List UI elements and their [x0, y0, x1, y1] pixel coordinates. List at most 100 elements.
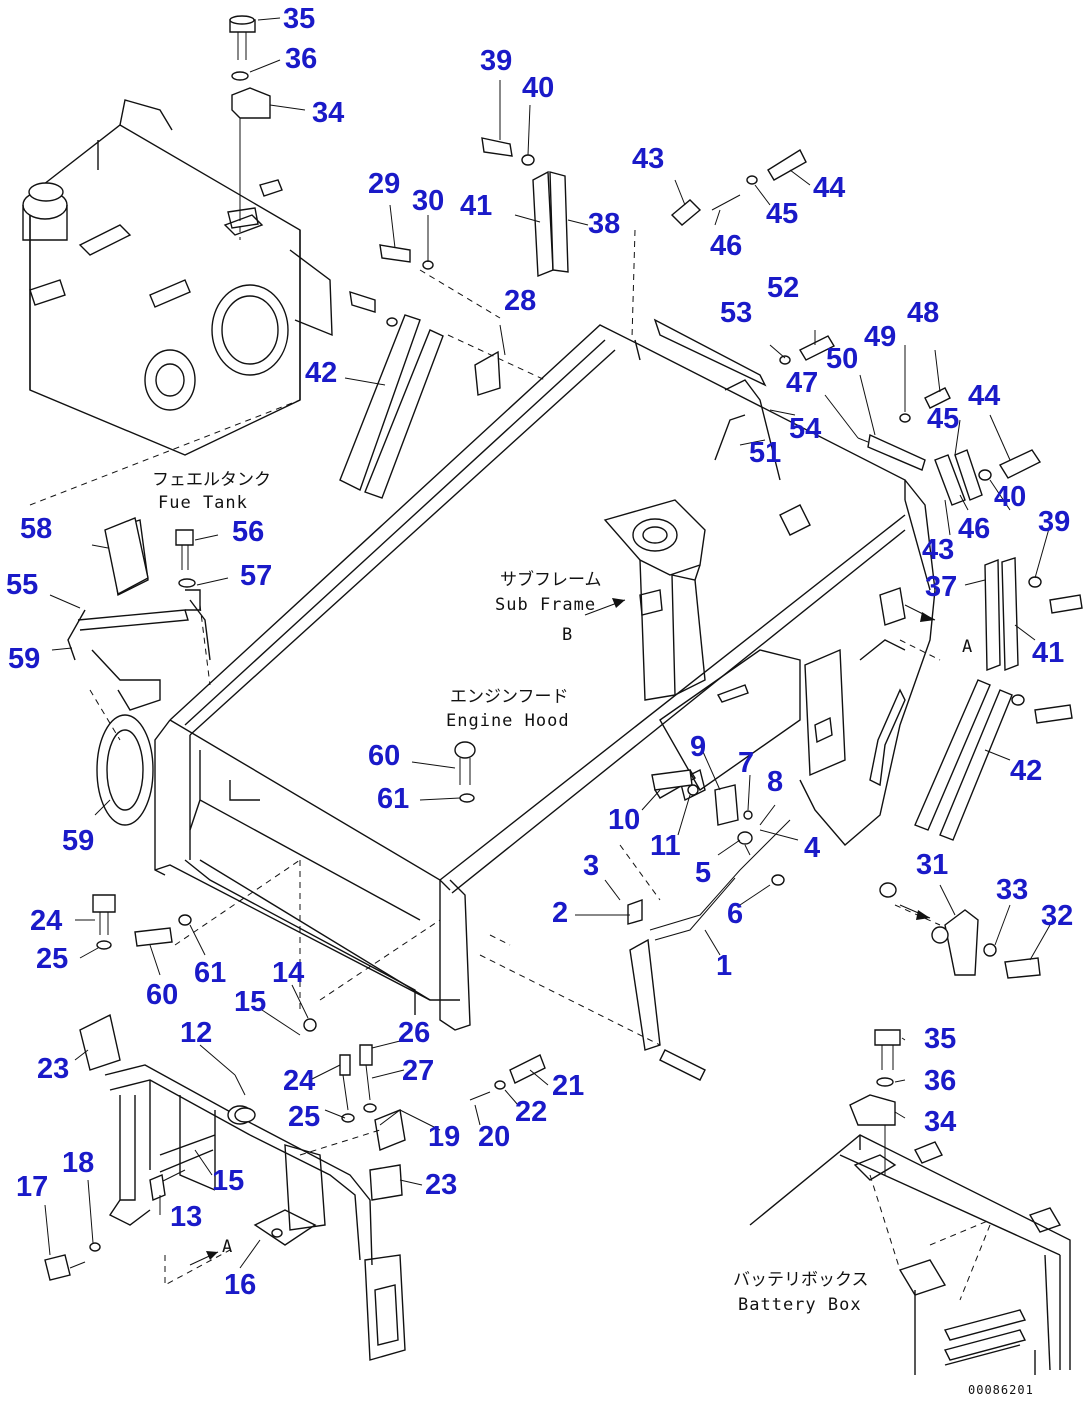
- callout-7: 7: [738, 747, 754, 779]
- callout-16: 16: [224, 1269, 256, 1301]
- callout-39: 39: [1038, 506, 1070, 538]
- callout-60: 60: [368, 740, 400, 772]
- handrail-drawing: [79, 1013, 406, 1361]
- sub-frame-label-jp: サブフレーム: [500, 569, 602, 590]
- callout-35: 35: [924, 1023, 956, 1055]
- callout-44: 44: [968, 380, 1000, 412]
- callout-49: 49: [864, 321, 896, 353]
- battery-box-label-en: Battery Box: [738, 1295, 862, 1315]
- callout-36: 36: [285, 43, 317, 75]
- callout-18: 18: [62, 1147, 94, 1179]
- callout-23: 23: [37, 1053, 69, 1085]
- callout-61: 61: [194, 957, 226, 989]
- callout-53: 53: [720, 297, 752, 329]
- sub-frame-label-en: Sub Frame: [495, 595, 596, 615]
- callout-38: 38: [588, 208, 620, 240]
- view-ref-a-right: A: [962, 637, 973, 657]
- callout-58: 58: [20, 513, 52, 545]
- callout-44: 44: [813, 172, 845, 204]
- part-labels: フェエルタンク Fue Tank サブフレーム Sub Frame エンジンフー…: [152, 470, 1034, 1397]
- callout-45: 45: [927, 403, 959, 435]
- engine-hood-label-en: Engine Hood: [446, 711, 570, 731]
- callout-15: 15: [234, 986, 266, 1018]
- assembly-lines: [29, 215, 991, 1301]
- callout-34: 34: [924, 1106, 956, 1138]
- callout-3: 3: [583, 850, 599, 882]
- callout-15: 15: [212, 1165, 244, 1197]
- fuel-tank-label-jp: フェエルタンク: [152, 470, 271, 490]
- callout-26: 26: [398, 1017, 430, 1049]
- callout-57: 57: [240, 560, 272, 592]
- callout-40: 40: [522, 72, 554, 104]
- callout-37: 37: [925, 571, 957, 603]
- callout-12: 12: [180, 1017, 212, 1049]
- fasteners: [44, 15, 1083, 1281]
- battery-box-label-jp: バッテリボックス: [733, 1270, 869, 1290]
- callout-24: 24: [283, 1065, 315, 1097]
- callout-46: 46: [710, 230, 742, 262]
- callout-59: 59: [8, 643, 40, 675]
- callout-54: 54: [789, 413, 821, 445]
- callout-27: 27: [402, 1055, 434, 1087]
- callout-29: 29: [368, 168, 400, 200]
- callout-4: 4: [804, 832, 820, 864]
- callout-55: 55: [6, 569, 38, 601]
- callout-1: 1: [716, 950, 732, 982]
- callout-46: 46: [958, 513, 990, 545]
- callout-56: 56: [232, 516, 264, 548]
- callout-5: 5: [695, 857, 711, 889]
- callout-numbers: 35 36 34 39 40 41 38 43 44 45 46 29 30 2…: [6, 3, 1073, 1301]
- drawing-code: 00086201: [968, 1383, 1034, 1397]
- callout-30: 30: [412, 185, 444, 217]
- direction-arrows: [189, 598, 936, 1266]
- callout-40: 40: [994, 481, 1026, 513]
- callout-22: 22: [515, 1096, 547, 1128]
- callout-17: 17: [16, 1171, 48, 1203]
- fuel-tank-drawing: [22, 99, 333, 456]
- callout-41: 41: [1032, 637, 1064, 669]
- callout-13: 13: [170, 1201, 202, 1233]
- callout-25: 25: [288, 1101, 320, 1133]
- view-ref-a-lower: A: [222, 1237, 233, 1257]
- view-ref-b: B: [562, 625, 573, 645]
- callout-10: 10: [608, 804, 640, 836]
- callout-28: 28: [504, 285, 536, 317]
- leader-lines: [44, 17, 1051, 1269]
- callout-52: 52: [767, 272, 799, 304]
- callout-61: 61: [377, 783, 409, 815]
- callout-6: 6: [727, 898, 743, 930]
- callout-36: 36: [924, 1065, 956, 1097]
- callout-14: 14: [272, 957, 304, 989]
- callout-50: 50: [826, 343, 858, 375]
- battery-box-drawing: [749, 1134, 1071, 1375]
- callout-41: 41: [460, 190, 492, 222]
- callout-42: 42: [305, 357, 337, 389]
- callout-20: 20: [478, 1121, 510, 1153]
- callout-8: 8: [767, 766, 783, 798]
- callout-35: 35: [283, 3, 315, 35]
- callout-31: 31: [916, 849, 948, 881]
- callout-23: 23: [425, 1169, 457, 1201]
- callout-19: 19: [428, 1121, 460, 1153]
- callout-2: 2: [552, 897, 568, 929]
- callout-48: 48: [907, 297, 939, 329]
- engine-hood-drawing: [154, 318, 936, 1031]
- callout-45: 45: [766, 198, 798, 230]
- callout-11: 11: [650, 830, 681, 862]
- callout-25: 25: [36, 943, 68, 975]
- callout-59: 59: [62, 825, 94, 857]
- callout-24: 24: [30, 905, 62, 937]
- fuel-tank-label-en: Fue Tank: [158, 493, 248, 513]
- callout-34: 34: [312, 97, 344, 129]
- callout-32: 32: [1041, 900, 1073, 932]
- callout-60: 60: [146, 979, 178, 1011]
- engine-hood-label-jp: エンジンフード: [450, 687, 569, 707]
- callout-33: 33: [996, 874, 1028, 906]
- callout-43: 43: [922, 534, 954, 566]
- callout-43: 43: [632, 143, 664, 175]
- callout-39: 39: [480, 45, 512, 77]
- callout-42: 42: [1010, 755, 1042, 787]
- callout-21: 21: [552, 1070, 584, 1102]
- callout-9: 9: [690, 731, 706, 763]
